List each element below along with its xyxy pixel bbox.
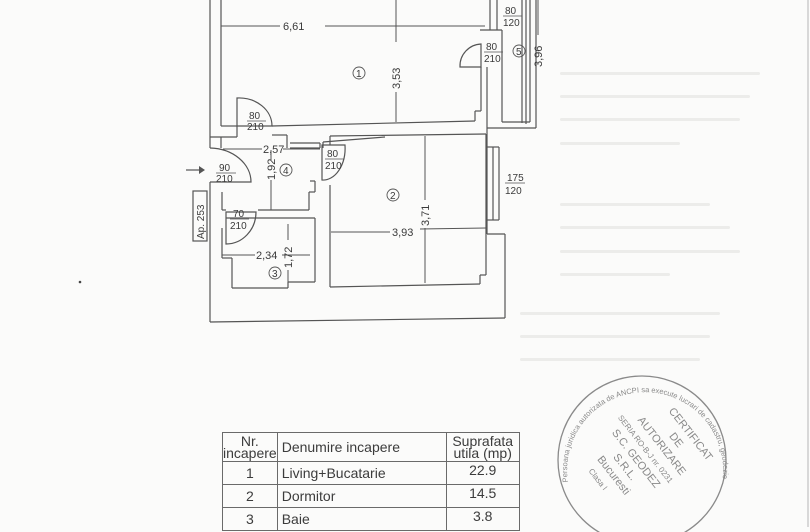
room-1-walls <box>221 0 539 128</box>
table-row: 3 Baie 3.8 <box>222 507 520 531</box>
bleed-through-text <box>560 226 730 229</box>
door-swing-entrance <box>209 147 252 183</box>
svg-text:3: 3 <box>272 269 278 280</box>
page-edge <box>807 0 809 527</box>
svg-text:120: 120 <box>503 18 520 29</box>
door-swing-hall-living <box>236 97 273 127</box>
svg-text:Ap. 253: Ap. 253 <box>196 204 207 239</box>
bleed-through-text <box>560 142 680 145</box>
dim-room4-width: 2,57 <box>263 144 284 156</box>
room-4-walls <box>210 126 386 211</box>
svg-text:90: 90 <box>219 163 231 174</box>
bleed-through-text <box>520 312 720 315</box>
bleed-through-text <box>520 335 710 338</box>
outer-walls <box>209 0 537 323</box>
bleed-through-text <box>560 250 740 253</box>
header-room-number: Nr. incapere <box>222 432 278 462</box>
authorization-stamp: Persoana juridica autorizata de ANCPI sa… <box>557 375 730 532</box>
room-number-markers: 1 2 3 4 5 <box>268 44 526 280</box>
dim-room4-length: 1,92 <box>266 159 278 180</box>
doors <box>209 43 482 245</box>
room-name-cell: Dormitor <box>276 484 447 508</box>
dim-room3-length: 1,72 <box>283 247 295 268</box>
svg-text:210: 210 <box>230 221 247 232</box>
dim-room2-width: 3,93 <box>392 227 413 239</box>
room-area-cell: 3.8 <box>445 507 520 531</box>
bleed-through-text <box>560 273 670 276</box>
bleed-through-text <box>560 72 760 75</box>
svg-text:80: 80 <box>249 111 261 122</box>
table-row: 2 Dormitor 14.5 <box>222 484 520 508</box>
room-area-cell: 22.9 <box>445 461 520 485</box>
entrance-arrow-icon <box>186 166 205 174</box>
svg-text:210: 210 <box>325 161 342 172</box>
room-name-cell: Living+Bucatarie <box>276 461 447 485</box>
svg-text:5: 5 <box>516 47 522 58</box>
svg-text:210: 210 <box>484 54 501 65</box>
room-number-cell: 2 <box>222 484 278 508</box>
room-name-cell: Baie <box>276 507 447 531</box>
svg-text:70: 70 <box>233 209 245 220</box>
room-number-cell: 3 <box>222 507 278 531</box>
svg-text:120: 120 <box>505 186 522 197</box>
door-swing-bath <box>225 211 257 245</box>
table-header-row: Nr. incapere Denumire incapere Suprafata… <box>222 432 520 462</box>
svg-text:210: 210 <box>247 122 264 133</box>
svg-text:210: 210 <box>216 174 233 185</box>
svg-text:80: 80 <box>486 42 498 53</box>
header-usable-area: Suprafata utila (mp) <box>445 432 520 462</box>
dim-room3-width: 2,34 <box>256 250 277 262</box>
bleed-through-text <box>560 95 750 98</box>
dim-room1-length: 3,53 <box>391 68 403 89</box>
room-areas-table: Nr. incapere Denumire incapere Suprafata… <box>222 432 520 531</box>
door-swing-living-loggia <box>459 43 482 68</box>
door-swing-bedroom <box>321 144 346 181</box>
room-2-walls <box>329 133 500 288</box>
svg-text:4: 4 <box>283 166 289 177</box>
dimension-labels: 6,61 3,53 3,96 2,57 1,92 2,34 1,72 3,93 … <box>256 21 545 268</box>
svg-text:2: 2 <box>390 191 396 202</box>
header-room-name: Denumire incapere <box>276 432 447 462</box>
svg-text:80: 80 <box>505 6 517 17</box>
svg-text:175: 175 <box>507 173 524 184</box>
room-area-cell: 14.5 <box>445 484 520 508</box>
apartment-label: Ap. 253 <box>192 190 208 242</box>
bleed-through-text <box>560 203 710 206</box>
opening-labels: 80 120 80 210 80 210 90 210 80 210 70 21… <box>216 6 525 232</box>
dim-room5-length: 3,96 <box>533 46 545 67</box>
stray-mark <box>78 280 82 284</box>
room-number-cell: 1 <box>222 461 278 485</box>
dim-room1-width: 6,61 <box>283 21 304 33</box>
bleed-through-text <box>520 358 700 361</box>
room-3-walls <box>221 217 316 289</box>
table-row: 1 Living+Bucatarie 22.9 <box>222 461 520 485</box>
dim-room2-length: 3,71 <box>420 205 432 226</box>
svg-text:1: 1 <box>356 69 362 80</box>
svg-text:80: 80 <box>327 149 339 160</box>
bleed-through-text <box>560 118 740 121</box>
